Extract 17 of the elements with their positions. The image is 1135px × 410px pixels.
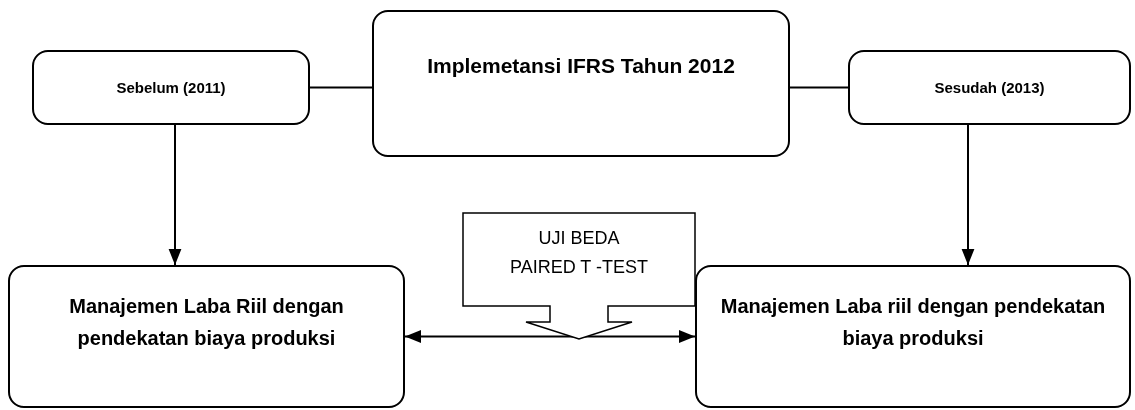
process-box: [8, 265, 405, 408]
process-box: [372, 10, 790, 157]
callout-box: [462, 212, 696, 340]
process-box: [848, 50, 1131, 125]
connector-line: [309, 86, 373, 89]
box-label: Sebelum (2011): [115, 77, 227, 98]
process-box: [32, 50, 310, 125]
box-label: Sesudah (2013): [933, 77, 1046, 98]
arrow: [168, 124, 182, 266]
box-label: Manajemen Laba riil dengan pendekatan biaya produksi: [719, 293, 1107, 351]
double-arrow: [404, 330, 696, 343]
box-label: UJI BEDA PAIRED T -TEST: [509, 227, 649, 279]
box-label: Manajemen Laba Riil dengan pendekatan biaya produksi: [68, 293, 345, 351]
connector-line: [789, 86, 849, 89]
arrow: [961, 124, 975, 266]
process-box: [695, 265, 1131, 408]
box-label: Implemetansi IFRS Tahun 2012: [426, 52, 736, 79]
